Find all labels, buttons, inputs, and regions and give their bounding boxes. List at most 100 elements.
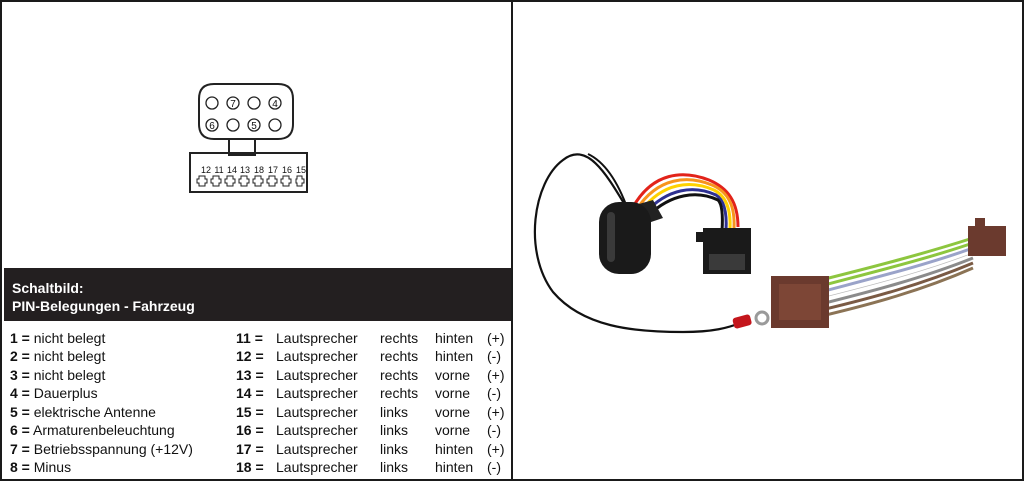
iso-pin-label: 17 xyxy=(268,165,278,175)
pin-description: Dauerplus xyxy=(33,385,98,401)
wire-bundle xyxy=(812,246,974,296)
pin-side: rechts xyxy=(380,330,419,346)
pin-description: Betriebsspannung (+12V) xyxy=(33,441,193,457)
product-photo-panel xyxy=(511,0,1024,481)
pin-side: rechts xyxy=(380,367,419,383)
pin-description: Minus xyxy=(33,459,72,475)
wire-bundle xyxy=(812,256,974,308)
iso-connector-housing xyxy=(189,152,308,193)
pinout-panel: 7 4 6 5 12 11 14 13 18 17 16 15 xyxy=(0,0,513,481)
pin-polarity: (-) xyxy=(487,459,501,475)
pin-row: 12 = Lautsprecher rechts hinten (-) xyxy=(236,347,508,365)
pin-function: Lautsprecher xyxy=(276,330,358,346)
pin-row: 11 = Lautsprecher rechts hinten (+) xyxy=(236,329,508,347)
pin-position: hinten xyxy=(435,330,474,346)
ring-terminal xyxy=(754,310,770,326)
iso-plug-brown-small-latch xyxy=(975,218,985,228)
pin-function: Lautsprecher xyxy=(276,385,358,401)
wire-bundle xyxy=(812,252,974,301)
wire-bundle xyxy=(631,173,740,228)
pin-number: 17 = xyxy=(236,441,264,457)
pin-position: vorne xyxy=(435,422,471,438)
pin-label-6: 6 xyxy=(209,121,215,132)
pin-polarity: (+) xyxy=(487,441,505,457)
pin-side: links xyxy=(380,422,409,438)
round-plug-highlight xyxy=(607,212,615,262)
connector-diagram: 7 4 6 5 12 11 14 13 18 17 16 15 xyxy=(189,83,308,193)
iso-plug-brown-large-face xyxy=(779,284,821,320)
pin-row: 2 = nicht belegt xyxy=(10,347,105,365)
ground-wire xyxy=(533,153,744,334)
pin-position: vorne xyxy=(435,404,471,420)
iso-plug-face xyxy=(709,254,745,270)
wire-bundle xyxy=(812,241,974,290)
pin-function: Lautsprecher xyxy=(276,404,358,420)
iso-pin-label: 11 xyxy=(214,165,223,175)
iso-socket xyxy=(252,175,264,187)
pin-label-7: 7 xyxy=(230,99,236,110)
schematic-title: Schaltbild: xyxy=(12,280,84,296)
pin-description: nicht belegt xyxy=(33,330,106,346)
pin-number: 7 = xyxy=(10,441,30,457)
wire-bundle xyxy=(635,178,736,229)
wire-bundle xyxy=(812,236,974,284)
pin-row: 7 = Betriebsspannung (+12V) xyxy=(10,440,193,458)
iso-pin-label: 16 xyxy=(282,165,292,175)
pin-number: 5 = xyxy=(10,404,30,420)
iso-pin-label: 15 xyxy=(296,165,306,175)
pin-row: 1 = nicht belegt xyxy=(10,329,105,347)
iso-pin-label: 12 xyxy=(201,165,211,175)
pin-position: vorne xyxy=(435,367,471,383)
pin-row: 14 = Lautsprecher rechts vorne (-) xyxy=(236,384,508,402)
pin-side: rechts xyxy=(380,348,419,364)
pin-function: Lautsprecher xyxy=(276,348,358,364)
iso-pin-label: 18 xyxy=(254,165,264,175)
pin-hole xyxy=(247,118,261,132)
iso-plug-brown-small xyxy=(968,226,1006,256)
wire-bundle xyxy=(647,193,724,232)
connector-neck xyxy=(228,139,256,154)
pin-position: hinten xyxy=(435,348,474,364)
wire-bundle xyxy=(639,183,732,230)
iso-socket xyxy=(224,175,236,187)
iso-socket xyxy=(280,175,292,187)
pin-number: 16 = xyxy=(236,422,264,438)
pin-number: 3 = xyxy=(10,367,30,383)
wire-bundle xyxy=(812,261,974,314)
pin-number: 18 = xyxy=(236,459,264,475)
pin-description: Armaturenbeleuchtung xyxy=(32,422,175,438)
pin-hole xyxy=(205,96,219,110)
pin-polarity: (-) xyxy=(487,385,501,401)
pin-hole xyxy=(205,118,219,132)
wire-bundle xyxy=(812,266,974,320)
pin-row: 3 = nicht belegt xyxy=(10,366,105,384)
pin-side: links xyxy=(380,404,409,420)
pin-function: Lautsprecher xyxy=(276,441,358,457)
pin-function: Lautsprecher xyxy=(276,367,358,383)
pin-row: 6 = Armaturenbeleuchtung xyxy=(10,421,175,439)
pin-number: 12 = xyxy=(236,348,264,364)
pin-label-5: 5 xyxy=(251,121,257,132)
pin-function: Lautsprecher xyxy=(276,459,358,475)
pin-row: 5 = elektrische Antenne xyxy=(10,403,156,421)
pin-number: 1 = xyxy=(10,330,30,346)
pin-hole xyxy=(268,96,282,110)
pin-number: 14 = xyxy=(236,385,264,401)
pin-side: rechts xyxy=(380,385,419,401)
adapter-harness-illustration xyxy=(533,153,1006,334)
pin-polarity: (+) xyxy=(487,404,505,420)
pin-label-4: 4 xyxy=(272,99,278,110)
pin-number: 6 = xyxy=(10,422,30,438)
wire-bundle xyxy=(643,188,728,231)
pin-function: Lautsprecher xyxy=(276,422,358,438)
pin-description: elektrische Antenne xyxy=(33,404,156,420)
iso-socket xyxy=(210,175,222,187)
pin-number: 15 = xyxy=(236,404,264,420)
pin-hole xyxy=(247,96,261,110)
iso-socket xyxy=(266,175,278,187)
iso-socket xyxy=(238,175,250,187)
pin-position: hinten xyxy=(435,441,474,457)
pin-number: 4 = xyxy=(10,385,30,401)
schematic-header: Schaltbild: PIN-Belegungen - Fahrzeug xyxy=(4,268,513,321)
pin-polarity: (+) xyxy=(487,367,505,383)
